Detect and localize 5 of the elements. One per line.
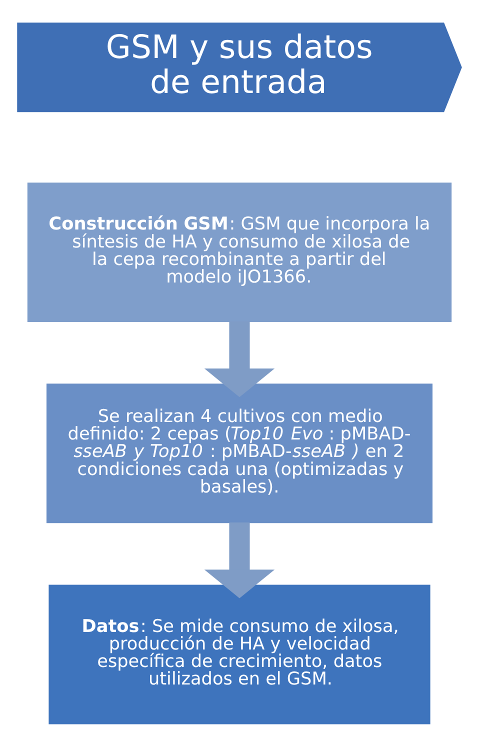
node-box: Datos: Se mide consumo de xilosa, producción de HA y velocidad específica de crecimiento, datos utilizados en el GSM. — [48, 584, 430, 724]
node-box: Se realizan 4 cultivos con medio definido: 2 cepas (Top10 Evo : pMBAD-sseAB y Top10 : pMBAD-sseAB ) en 2 condiciones cada una (optimizadas y basales). — [46, 384, 432, 524]
node-box: Construcción GSM: GSM que incorpora la síntesis de HA y consumo de xilosa de la cepa recombinante a partir del modelo iJO1366. — [26, 182, 452, 322]
arrow — [204, 522, 274, 598]
arrow — [204, 321, 274, 398]
